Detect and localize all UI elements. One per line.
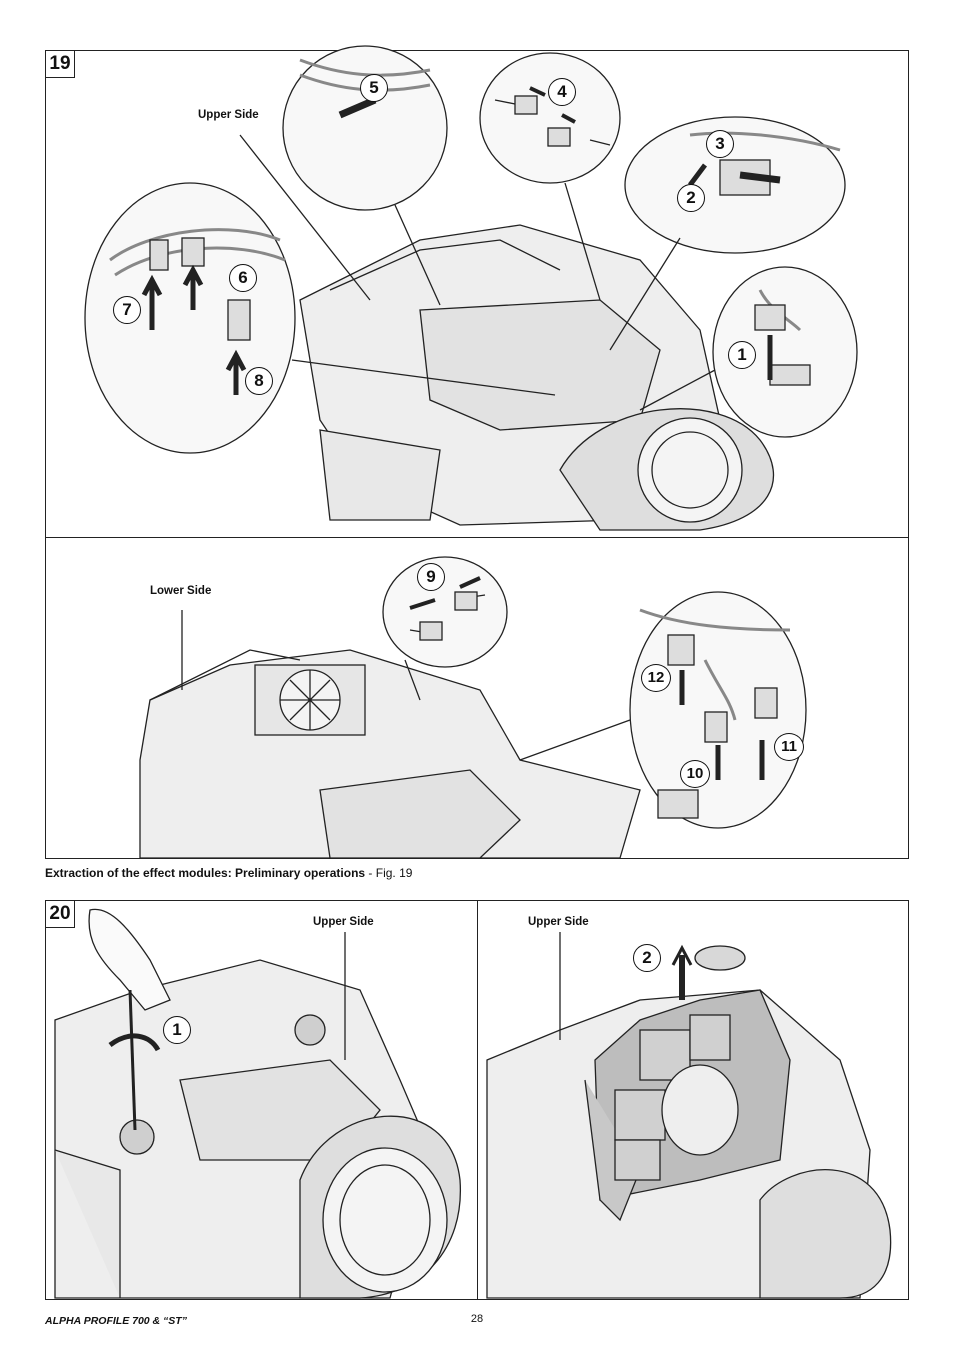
footer-model-name: ALPHA PROFILE 700 & “ST” — [45, 1315, 187, 1327]
fig20-left-upper-side-label: Upper Side — [313, 916, 374, 928]
fig20-right-upper-side-label: Upper Side — [528, 916, 589, 928]
fig20-callout-1: 1 — [163, 1016, 191, 1044]
fig19-upper-side-label: Upper Side — [198, 109, 259, 121]
figure-19-caption-ref: - Fig. 19 — [365, 866, 413, 880]
figure-20-number: 20 — [45, 900, 75, 928]
callout-8: 8 — [245, 367, 273, 395]
callout-1: 1 — [728, 341, 756, 369]
figure-19-number: 19 — [45, 50, 75, 78]
callout-5: 5 — [360, 74, 388, 102]
figure-19-divider — [45, 537, 909, 538]
callout-7: 7 — [113, 296, 141, 324]
fig20-callout-2: 2 — [633, 944, 661, 972]
figure-19-caption: Extraction of the effect modules: Prelim… — [45, 866, 412, 880]
callout-10: 10 — [680, 760, 710, 788]
fig19-lower-side-label: Lower Side — [150, 585, 212, 597]
callout-12: 12 — [641, 664, 671, 692]
callout-3: 3 — [706, 130, 734, 158]
callout-9: 9 — [417, 563, 445, 591]
footer-page-number: 28 — [470, 1313, 484, 1325]
callout-11: 11 — [774, 733, 804, 761]
figure-19-caption-title: Extraction of the effect modules: Prelim… — [45, 866, 366, 880]
callout-2: 2 — [677, 184, 705, 212]
figure-20-divider — [477, 900, 478, 1300]
callout-4: 4 — [548, 78, 576, 106]
callout-6: 6 — [229, 264, 257, 292]
